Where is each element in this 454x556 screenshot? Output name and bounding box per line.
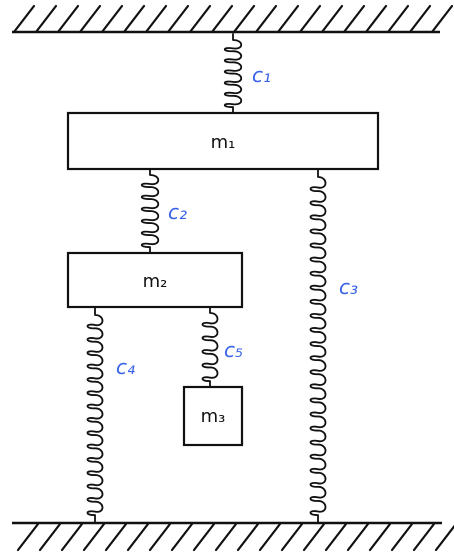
- hatch-stroke: [236, 522, 260, 552]
- spring-c1: [223, 33, 243, 114]
- hatch-stroke: [12, 4, 36, 34]
- spring-c1-coil: [223, 33, 243, 114]
- hatch-stroke: [280, 522, 304, 552]
- hatch-stroke: [324, 522, 348, 552]
- hatch-stroke: [364, 4, 388, 34]
- hatch-stroke: [214, 522, 238, 552]
- mass-m3-box: [182, 385, 244, 447]
- hatch-stroke: [60, 522, 84, 552]
- hatch-stroke: [122, 4, 146, 34]
- hatch-stroke: [170, 522, 194, 552]
- spring-c2: [140, 168, 160, 254]
- spring-c1-label: c₁: [252, 63, 271, 87]
- hatch-stroke: [126, 522, 150, 552]
- hatch-stroke: [346, 522, 370, 552]
- hatch-stroke: [386, 4, 410, 34]
- hatch-stroke: [390, 522, 414, 552]
- hatch-stroke: [210, 4, 234, 34]
- spring-c5: [201, 306, 219, 388]
- mass-m2-box: [66, 251, 244, 309]
- hatch-stroke: [78, 4, 102, 34]
- spring-c2-coil: [140, 168, 160, 254]
- spring-c3-label: c₃: [339, 275, 358, 299]
- floor-hatch: [16, 522, 454, 552]
- hatch-stroke: [368, 522, 392, 552]
- hatch-stroke: [144, 4, 168, 34]
- hatch-stroke: [100, 4, 124, 34]
- mass-m3-label: m₃: [201, 406, 226, 427]
- mass-m1-label: m₁: [211, 132, 236, 153]
- ceiling-support: [12, 4, 454, 34]
- hatch-stroke: [232, 4, 256, 34]
- spring-c4: [86, 306, 104, 524]
- spring-c2-label: c₂: [168, 200, 187, 224]
- hatch-stroke: [412, 522, 436, 552]
- hatch-stroke: [192, 522, 216, 552]
- hatch-stroke: [276, 4, 300, 34]
- hatch-stroke: [320, 4, 344, 34]
- spring-c4-label: c₄: [116, 355, 135, 379]
- spring-c3-coil: [309, 168, 327, 524]
- spring-c5-label: c₅: [224, 338, 243, 362]
- hatch-stroke: [434, 524, 454, 552]
- hatch-stroke: [166, 4, 190, 34]
- hatch-stroke: [302, 522, 326, 552]
- hatch-stroke: [104, 522, 128, 552]
- mass-m2: m₂: [66, 251, 244, 309]
- mass-m2-label: m₂: [143, 271, 168, 292]
- hatch-stroke: [16, 522, 40, 552]
- hatch-stroke: [188, 4, 212, 34]
- mass-m3: m₃: [182, 385, 244, 447]
- hatch-stroke: [430, 4, 454, 34]
- ceiling-hatch: [12, 4, 454, 34]
- hatch-stroke: [408, 4, 432, 34]
- mass-m1: m₁: [66, 111, 380, 171]
- hatch-stroke: [148, 522, 172, 552]
- mass-m1-box: [66, 111, 380, 171]
- spring-c3: [309, 168, 327, 524]
- hatch-stroke: [38, 522, 62, 552]
- hatch-stroke: [56, 4, 80, 34]
- hatch-stroke: [298, 4, 322, 34]
- spring-c5-coil: [201, 306, 219, 388]
- hatch-stroke: [258, 522, 282, 552]
- floor-support: [12, 521, 454, 552]
- hatch-stroke: [82, 522, 106, 552]
- spring-c4-coil: [86, 306, 104, 524]
- hatch-stroke: [34, 4, 58, 34]
- hatch-stroke: [254, 4, 278, 34]
- hatch-stroke: [342, 4, 366, 34]
